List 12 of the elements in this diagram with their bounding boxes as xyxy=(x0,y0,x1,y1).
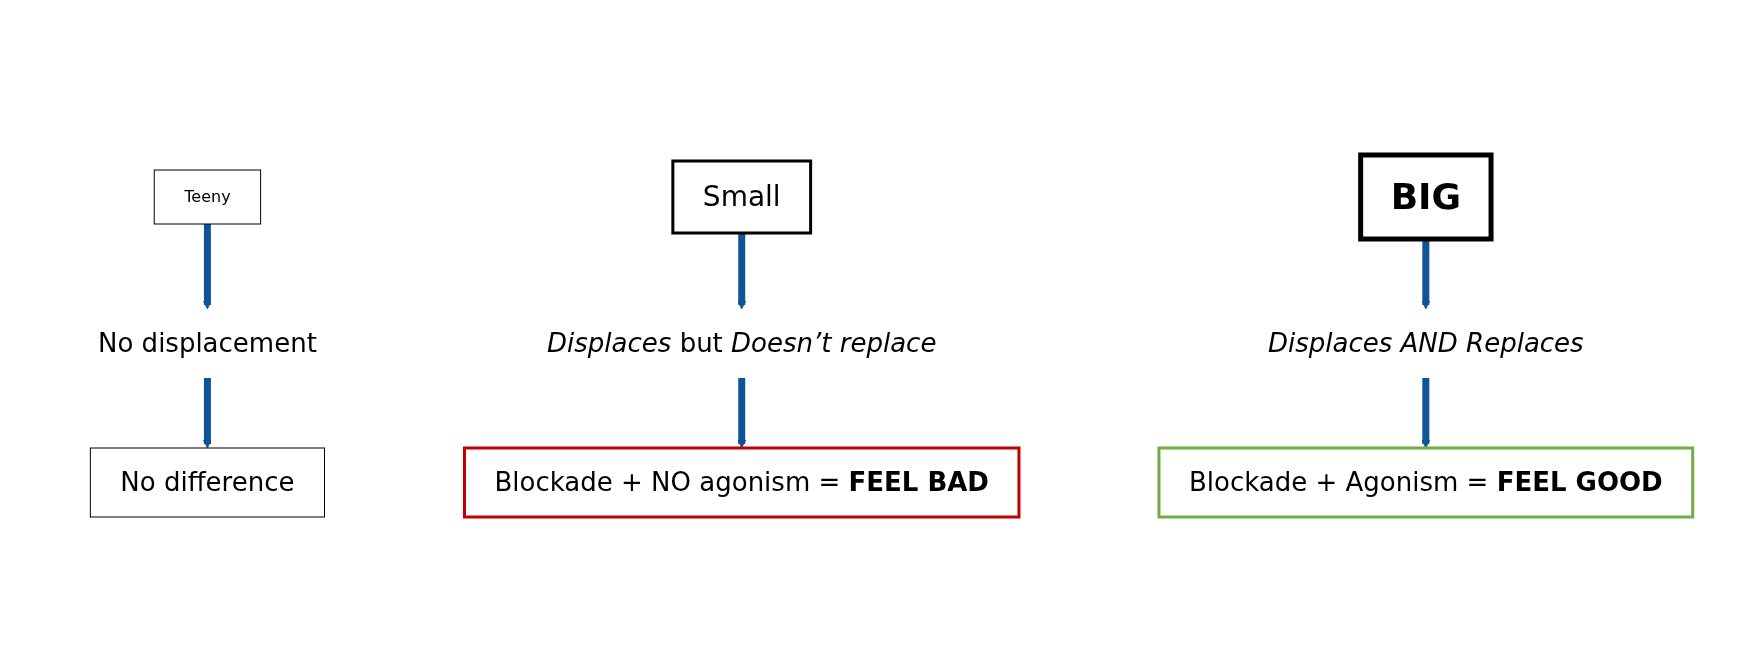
node-box: Small xyxy=(671,159,812,235)
node-text: No displacement xyxy=(97,328,317,358)
arrow xyxy=(202,224,212,310)
node-box: Teeny xyxy=(153,169,261,225)
node-box: BIG xyxy=(1357,152,1494,242)
arrow xyxy=(736,233,746,310)
arrow xyxy=(1421,239,1430,310)
node-text: Displaces but Doesn’t replace xyxy=(546,328,937,358)
node-box: No difference xyxy=(89,447,325,518)
node-box: Blockade + NO agonism = FEEL BAD xyxy=(462,446,1021,519)
node-box: Blockade + Agonism = FEEL GOOD xyxy=(1157,446,1694,519)
node-text: Displaces AND Replaces xyxy=(1267,328,1584,358)
